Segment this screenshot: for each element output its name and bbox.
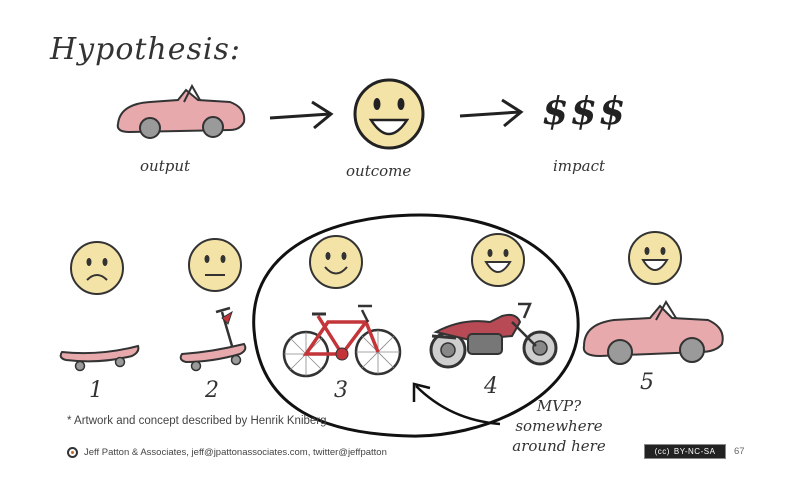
mvp-note-line-1: MVP?	[536, 397, 582, 415]
page-title: Hypothesis:	[50, 32, 241, 67]
bicycle-icon	[282, 304, 402, 378]
footer: Jeff Patton & Associates, jeff@jpattonas…	[67, 447, 387, 458]
stage-number-2: 2	[205, 378, 219, 403]
face-happy-icon	[471, 233, 525, 287]
stage-number-4: 4	[484, 374, 498, 399]
face-neutral-icon	[188, 238, 242, 292]
stage-number-3: 3	[334, 378, 348, 403]
mvp-ellipse	[252, 213, 580, 438]
mvp-note-line-3: around here	[512, 437, 606, 455]
arrow-output-to-outcome-icon	[269, 100, 334, 130]
output-label: output	[140, 157, 191, 175]
impact-label: impact	[553, 157, 605, 175]
arrow-outcome-to-impact-icon	[459, 98, 524, 128]
motorcycle-icon	[429, 302, 558, 369]
output-car-icon	[116, 83, 246, 139]
mvp-pointer-arrow-icon	[412, 382, 501, 426]
cc-icon: (cc)	[654, 447, 670, 456]
scooter-icon	[179, 306, 247, 372]
face-sad-icon	[70, 241, 124, 295]
outcome-face-icon	[353, 78, 425, 150]
cc-license-text: BY-NC-SA	[673, 447, 716, 456]
mvp-note-line-2: somewhere	[515, 417, 603, 435]
page-number: 67	[734, 446, 745, 457]
face-very-happy-icon	[628, 231, 682, 285]
mvp-note: MVP? somewhere around here	[504, 396, 614, 456]
stage-number-1: 1	[89, 378, 103, 403]
skateboard-icon	[59, 344, 140, 372]
footnote: * Artwork and concept described by Henri…	[67, 415, 327, 427]
impact-dollars: $$$	[542, 88, 628, 133]
jpa-logo-icon	[67, 447, 78, 458]
stage-number-5: 5	[640, 370, 654, 395]
cc-license-badge: (cc) BY-NC-SA	[644, 444, 726, 459]
footer-text: Jeff Patton & Associates, jeff@jpattonas…	[84, 447, 387, 458]
outcome-label: outcome	[346, 162, 412, 180]
car-icon	[582, 300, 724, 365]
face-smile-icon	[309, 235, 363, 289]
